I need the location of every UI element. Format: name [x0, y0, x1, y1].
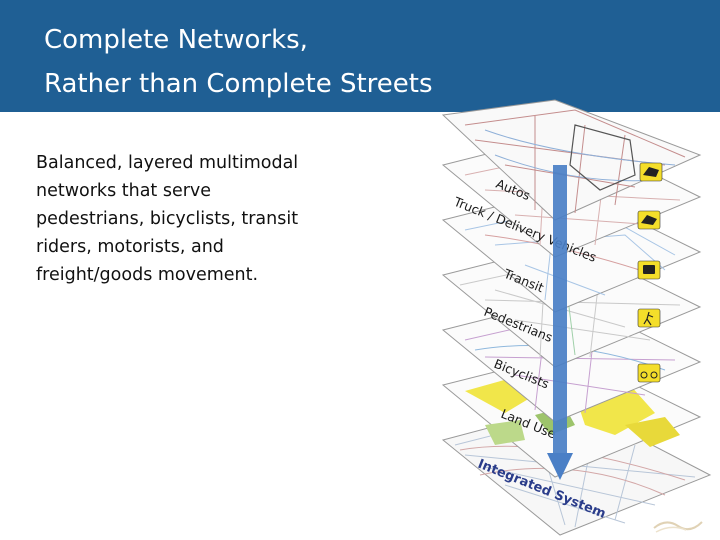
watermark-logo: [653, 521, 703, 533]
pedestrian-sign-icon: [637, 308, 661, 328]
body-line-5: freight/goods movement.: [36, 265, 259, 285]
body-line-4: riders, motorists, and: [36, 237, 224, 257]
body-line-1: Balanced, layered multimodal: [36, 153, 299, 173]
down-arrow: [547, 165, 573, 480]
layered-network-diagram: Integrated System Land Use Bicyclists: [425, 95, 720, 540]
body-text: Balanced, layered multimodal networks th…: [36, 149, 366, 289]
body-line-2: networks that serve: [36, 181, 212, 201]
slide-title-line-2: Rather than Complete Streets: [44, 69, 433, 99]
slide-title-line-1: Complete Networks,: [44, 25, 308, 55]
body-line-3: pedestrians, bicyclists, transit: [36, 209, 299, 229]
title-bar: Complete Networks, Rather than Complete …: [0, 0, 720, 112]
